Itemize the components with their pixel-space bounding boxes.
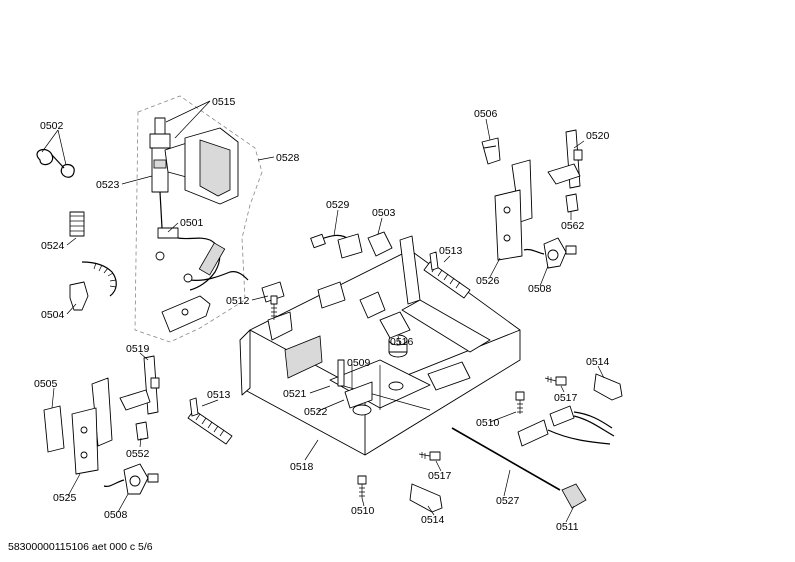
bracket-0504 — [69, 281, 89, 311]
label-0509: 0509 — [347, 357, 371, 369]
guide-0514-lower — [409, 483, 443, 513]
screw-0517-upper — [544, 376, 567, 386]
clip-0562 — [565, 193, 579, 213]
connector-block-0503 — [367, 231, 393, 257]
assembly-group-outline — [134, 95, 263, 343]
label-0512: 0512 — [226, 295, 250, 307]
cable-comb-0513-upper — [423, 251, 471, 299]
label-0503: 0503 — [372, 207, 396, 219]
label-0528: 0528 — [276, 152, 300, 164]
label-0519: 0519 — [126, 343, 150, 355]
screw-0512 — [261, 281, 285, 320]
label-0529: 0529 — [326, 199, 350, 211]
label-0505: 0505 — [34, 378, 58, 390]
cable-connector-0529 — [310, 233, 363, 259]
label-0518: 0518 — [290, 461, 314, 473]
bracket-0520 — [547, 129, 583, 189]
drawing-id-footer: 58300000115106 aet 000 c 5/6 — [8, 541, 153, 553]
spring-part — [69, 211, 85, 237]
label-0514-right: 0514 — [586, 356, 610, 368]
bracket-0506 — [481, 137, 501, 165]
label-0508-lower: 0508 — [104, 509, 128, 521]
label-0524: 0524 — [41, 240, 65, 252]
bracket-0525 — [71, 377, 113, 475]
wiring-harness — [517, 405, 615, 447]
bracket-0519 — [119, 355, 160, 415]
leader-lines — [41, 100, 605, 523]
cable-comb-0513-lower — [187, 397, 233, 445]
label-0525: 0525 — [53, 492, 77, 504]
label-0520: 0520 — [586, 130, 610, 142]
cap-0511 — [561, 483, 587, 509]
label-0513-upper: 0513 — [439, 245, 463, 257]
label-0514-lower: 0514 — [421, 514, 445, 526]
label-0517-lower: 0517 — [428, 470, 452, 482]
sensor-plug — [183, 273, 193, 283]
label-0510-lower: 0510 — [351, 505, 375, 517]
label-0523: 0523 — [96, 179, 120, 191]
label-0516: 0516 — [390, 336, 414, 348]
guide-0514-right — [593, 373, 623, 401]
label-0522: 0522 — [304, 406, 328, 418]
label-0508-upper: 0508 — [528, 283, 552, 295]
base-tub-0518 — [239, 235, 521, 456]
label-0521: 0521 — [283, 388, 307, 400]
bracket-0526 — [494, 159, 533, 261]
hose-segments — [93, 262, 117, 288]
label-0506: 0506 — [474, 108, 498, 120]
label-0517-upper: 0517 — [554, 392, 578, 404]
sensor-0508-upper — [523, 237, 577, 269]
label-0526: 0526 — [476, 275, 500, 287]
screw-0510-lower — [357, 475, 367, 498]
sensor-wire — [189, 271, 249, 281]
label-0504: 0504 — [41, 309, 65, 321]
clip-0552 — [135, 421, 149, 441]
label-0562: 0562 — [561, 220, 585, 232]
screw-0517-lower — [418, 451, 441, 461]
hose-clips — [36, 148, 75, 178]
rod-0527 — [451, 427, 561, 491]
screw-0510-upper — [515, 391, 525, 414]
part-labels: 0515 0502 0528 0523 0501 0524 0504 0512 … — [34, 96, 610, 533]
corrugated-hose — [81, 261, 117, 297]
label-0552: 0552 — [126, 448, 150, 460]
label-0501: 0501 — [180, 217, 204, 229]
label-0502: 0502 — [40, 120, 64, 132]
cover-0505 — [43, 405, 65, 453]
label-0527: 0527 — [496, 495, 520, 507]
label-0511: 0511 — [556, 521, 579, 533]
label-0515: 0515 — [212, 96, 236, 108]
hose-fitting — [198, 242, 226, 276]
valve-assembly — [149, 117, 239, 261]
sensor-0508-lower — [103, 463, 159, 495]
label-0510-upper: 0510 — [476, 417, 500, 429]
label-0513-lower: 0513 — [207, 389, 231, 401]
